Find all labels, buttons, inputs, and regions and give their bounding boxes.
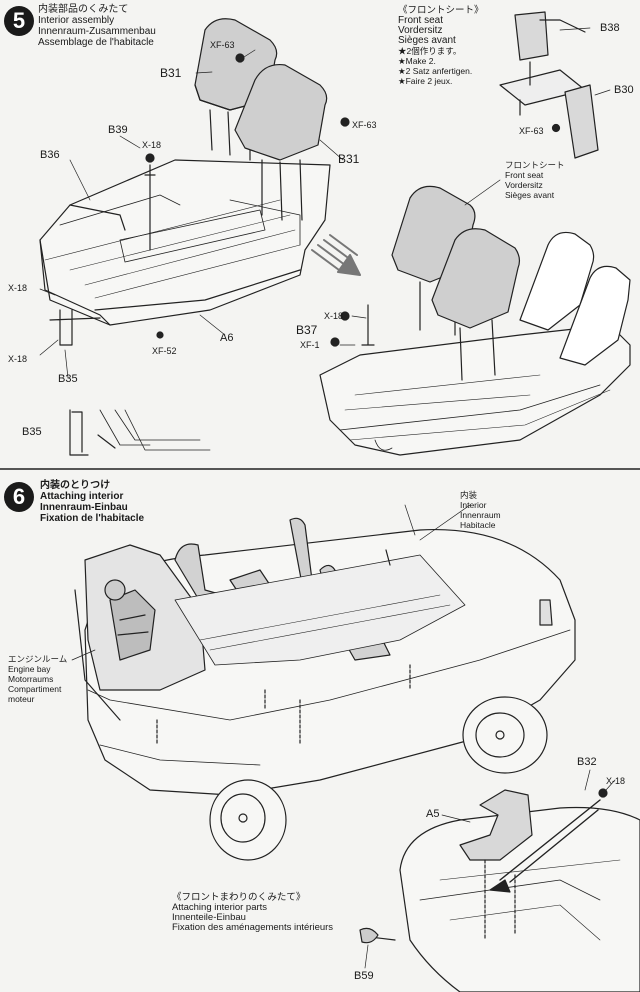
front-seat-note-de: Vordersitz: [398, 25, 443, 36]
step6-fuel-can: [540, 600, 552, 625]
step6-front-detail: [400, 808, 640, 992]
step5-b35-detail: [70, 410, 210, 455]
front-seat-callout-de: Vordersitz: [505, 180, 543, 190]
step5-direction-arrow: [312, 235, 360, 275]
label-x18-b: X-18: [8, 283, 28, 293]
front-parts-note-jp: 《フロントまわりのくみたて》: [172, 892, 306, 903]
step6-header: 内装のとりつけ Attaching interior Innenraum-Ein…: [40, 480, 144, 524]
step5-floor-assembly-left: [40, 160, 330, 325]
step5-screw-x18-a: [146, 154, 154, 162]
step5-title-jp: 内装部品のくみたて: [38, 4, 129, 15]
front-seat-callout-en: Front seat: [505, 170, 544, 180]
front-seat-make-de: ★2 Satz anfertigen.: [398, 66, 473, 76]
step6-engine-note: エンジンルーム Engine bay Motorraums Compartime…: [8, 654, 67, 704]
step6-number-badge: 6: [4, 482, 34, 512]
step5-paint-dot-xf63-b: [341, 118, 349, 126]
leader-lines: [40, 28, 615, 968]
step6-wheel-front: [210, 780, 286, 860]
step5-title-de: Innenraum-Zusammenbau: [38, 26, 156, 37]
step5-number-badge: 5: [4, 6, 34, 36]
label-b31-a: B31: [160, 66, 182, 80]
label-x18-step6: X-18: [606, 776, 626, 786]
label-b32: B32: [577, 756, 597, 768]
step6-lever-b32: [500, 800, 600, 882]
label-b38: B38: [600, 22, 620, 34]
step6-interior-floor: [175, 555, 465, 665]
step6-front-parts-note: 《フロントまわりのくみたて》 Attaching interior parts …: [172, 893, 333, 933]
engine-note-en: Engine bay: [8, 664, 51, 674]
label-x18-a: X-18: [142, 140, 162, 150]
front-parts-note-de: Innenteile-Einbau: [172, 912, 246, 923]
label-b30: B30: [614, 84, 634, 96]
step5-title-fr: Assemblage de l'habitacle: [38, 37, 154, 48]
step5-front-seat-callout: フロントシート Front seat Vordersitz Sièges ava…: [505, 160, 565, 200]
label-x18-d: X-18: [324, 311, 344, 321]
step5-seat-b31-lower: [235, 65, 327, 220]
step5-lever-b36: [70, 205, 125, 230]
step6-mount-guides: [157, 665, 410, 745]
label-b39: B39: [108, 124, 128, 136]
front-seat-note-en: Front seat: [398, 15, 444, 26]
label-b59: B59: [354, 970, 374, 982]
step6-title-jp: 内装のとりつけ: [40, 480, 111, 491]
front-seat-note-jp: 《フロントシート》: [398, 5, 484, 16]
front-seat-make-fr: ★Faire 2 jeux.: [398, 76, 453, 86]
label-b35: B35: [58, 373, 78, 385]
step5-right-seat-4: [560, 266, 630, 365]
label-a5: A5: [426, 808, 440, 820]
step6-title-fr: Fixation de l'habitacle: [40, 513, 145, 524]
step-divider: [0, 468, 640, 470]
label-b37: B37: [296, 323, 318, 337]
label-xf63-a: XF-63: [210, 40, 235, 50]
label-a6: A6: [220, 332, 234, 344]
engine-note-de: Motorraums: [8, 674, 54, 684]
step5-bracket-b35: [50, 310, 100, 345]
interior-note-en: Interior: [460, 500, 487, 510]
engine-note-jp: エンジンルーム: [8, 654, 68, 664]
engine-note-fr2: moteur: [8, 694, 35, 704]
step5-lever-b39: [145, 165, 155, 250]
front-seat-callout-jp: フロントシート: [505, 160, 565, 170]
step5-right-seat-2: [432, 229, 519, 380]
step5-paint-dot-xf63-a: [236, 54, 244, 62]
front-parts-note-en: Attaching interior parts: [172, 902, 268, 913]
front-parts-note-fr: Fixation des aménagements intérieurs: [172, 922, 334, 933]
engine-note-fr1: Compartiment: [8, 684, 62, 694]
interior-note-de: Innenraum: [460, 510, 501, 520]
step6-title-de: Innenraum-Einbau: [40, 502, 128, 513]
front-seat-make-jp: ★2個作ります。: [398, 46, 462, 56]
step5-lever-b37: [362, 305, 374, 345]
label-xf1: XF-1: [300, 340, 320, 350]
step5-right-seat-3: [520, 232, 594, 330]
label-x18-c: X-18: [8, 354, 28, 364]
label-xf52: XF-52: [152, 346, 177, 356]
interior-note-jp: 内装: [460, 490, 478, 500]
front-seat-make-en: ★Make 2.: [398, 56, 436, 66]
interior-note-fr: Habitacle: [460, 520, 496, 530]
step5-title-en: Interior assembly: [38, 15, 115, 26]
label-b36: B36: [40, 149, 60, 161]
label-b31-b: B31: [338, 152, 360, 166]
step6-engine-bay: [85, 545, 205, 690]
step5-seat-parts-b38-b30: [500, 12, 598, 158]
step5-header: 内装部品のくみたて Interior assembly Innenraum-Zu…: [38, 4, 156, 48]
front-seat-callout-fr: Sièges avant: [505, 190, 555, 200]
step5-front-seat-note: 《フロントシート》 Front seat Vordersitz Sièges a…: [398, 5, 484, 87]
label-xf63-c: XF-63: [519, 126, 544, 136]
step6-title-en: Attaching interior: [40, 491, 124, 502]
step6-interior-note: 内装 Interior Innenraum Habitacle: [460, 490, 501, 530]
label-b35-detail: B35: [22, 426, 42, 438]
step6-wheel-rear: [463, 697, 547, 773]
front-seat-note-fr: Sièges avant: [398, 35, 456, 46]
label-xf63-b: XF-63: [352, 120, 377, 130]
step5-paint-dot-xf52: [157, 332, 163, 338]
